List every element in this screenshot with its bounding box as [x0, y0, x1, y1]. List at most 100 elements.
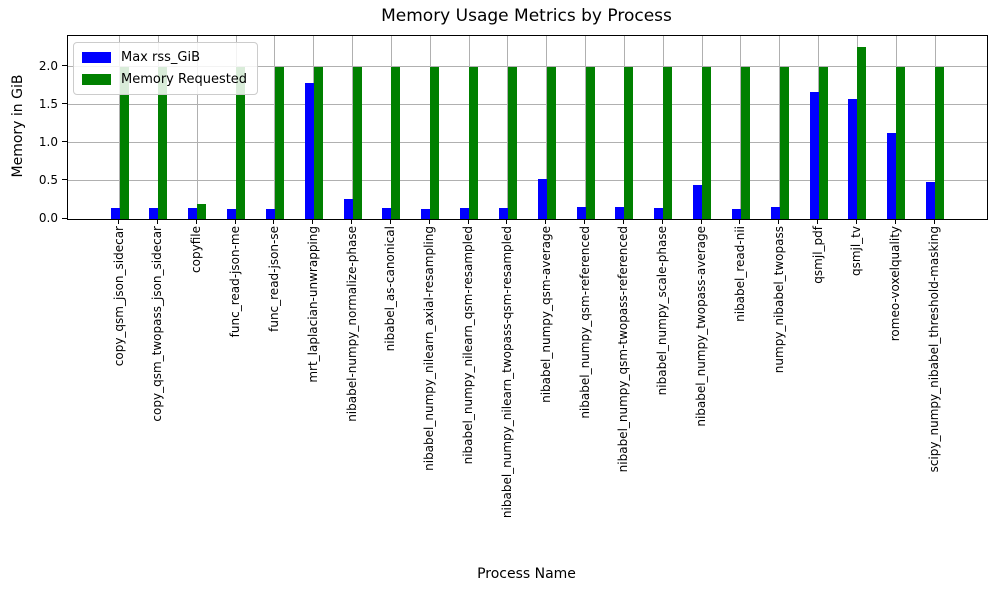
y-gridline — [68, 104, 987, 106]
y-tick-mark — [62, 179, 67, 181]
x-tick-mark — [428, 219, 430, 224]
x-tick-label: func_read-json-me — [228, 226, 243, 338]
bar-max-rss — [731, 209, 741, 219]
y-tick-mark — [62, 141, 67, 143]
bar-memory-requested — [469, 66, 479, 219]
x-tick-mark — [351, 219, 353, 224]
bar-max-rss — [770, 206, 780, 219]
x-tick-mark — [584, 219, 586, 224]
bar-max-rss — [498, 207, 508, 219]
bar-memory-requested — [740, 66, 750, 219]
bar-max-rss — [460, 207, 470, 219]
x-tick-label: nibabel_numpy_qsm-average — [538, 226, 553, 403]
bar-max-rss — [227, 209, 237, 219]
y-tick-mark — [62, 65, 67, 66]
x-tick-label: scipy_numpy_nibabel_threshold-masking — [927, 226, 942, 473]
x-tick-label: copy_qsm_twopass_json_sidecar — [150, 226, 165, 422]
x-tick-mark — [817, 219, 819, 224]
x-tick-mark — [778, 219, 780, 224]
x-tick-mark — [700, 219, 702, 224]
legend-label-memory-requested: Memory Requested — [121, 72, 248, 87]
bar-memory-requested — [197, 203, 207, 219]
x-tick-label: nibabel_read-nii — [732, 226, 747, 322]
bar-memory-requested — [546, 66, 556, 219]
bar-memory-requested — [935, 66, 945, 219]
bar-memory-requested — [818, 66, 828, 219]
bar-memory-requested — [313, 66, 323, 219]
x-tick-mark — [156, 219, 158, 224]
bar-memory-requested — [430, 66, 440, 219]
bar-memory-requested — [507, 66, 517, 219]
x-tick-mark — [195, 219, 197, 224]
bar-memory-requested — [391, 66, 401, 219]
bar-max-rss — [382, 207, 392, 219]
x-tick-label: romeo-voxelquality — [888, 226, 903, 342]
bar-memory-requested — [236, 66, 246, 219]
y-axis-label: Memory in GiB — [10, 74, 26, 178]
bar-max-rss — [304, 83, 314, 219]
x-tick-mark — [661, 219, 663, 224]
x-tick-mark — [739, 219, 741, 224]
bar-memory-requested — [585, 66, 595, 219]
x-tick-mark — [622, 219, 624, 224]
bar-memory-requested — [352, 66, 362, 219]
bar-memory-requested — [702, 66, 712, 219]
x-tick-label: nibabel-numpy_normalize-phase — [344, 226, 359, 422]
y-tick-label: 1.0 — [38, 134, 58, 149]
x-tick-label: nibabel_as-canonical — [383, 226, 398, 352]
x-tick-mark — [234, 219, 236, 224]
bar-memory-requested — [663, 66, 673, 219]
x-tick-mark — [855, 219, 857, 224]
x-tick-mark — [467, 219, 469, 224]
y-tick-mark — [62, 103, 67, 105]
x-tick-label: func_read-json-se — [266, 226, 281, 332]
bar-max-rss — [576, 206, 586, 219]
x-tick-mark — [273, 219, 275, 224]
x-tick-label: nibabel_numpy_nilearn_axial-resampling — [422, 226, 437, 471]
bar-max-rss — [693, 185, 703, 219]
bar-memory-requested — [624, 66, 634, 219]
legend-swatch-max-rss — [82, 52, 111, 63]
x-tick-label: numpy_nibabel_twopass — [771, 226, 786, 374]
y-tick-label: 2.0 — [38, 58, 58, 73]
bar-max-rss — [926, 181, 936, 219]
bar-memory-requested — [779, 66, 789, 219]
x-tick-mark — [894, 219, 896, 224]
bar-max-rss — [265, 209, 275, 219]
x-tick-mark — [506, 219, 508, 224]
x-tick-label: copyfile — [189, 226, 204, 273]
legend-item-memory-requested: Memory Requested — [82, 72, 247, 87]
y-gridline — [68, 66, 987, 67]
legend-label-max-rss: Max rss_GiB — [121, 50, 201, 65]
chart-title: Memory Usage Metrics by Process — [381, 6, 672, 26]
x-gridline — [196, 36, 198, 219]
bar-max-rss — [615, 206, 625, 219]
bar-max-rss — [188, 207, 198, 219]
bar-memory-requested — [158, 66, 168, 219]
x-tick-mark — [933, 219, 935, 224]
bar-max-rss — [887, 132, 897, 219]
x-tick-label: nibabel_numpy_nilearn_qsm-resampled — [461, 226, 476, 465]
bar-memory-requested — [857, 47, 867, 219]
bar-max-rss — [149, 207, 159, 219]
x-tick-label: nibabel_numpy_scale-phase — [655, 226, 670, 396]
x-axis-label: Process Name — [477, 566, 576, 582]
bar-max-rss — [537, 178, 547, 219]
x-tick-label: nibabel_numpy_qsm-referenced — [577, 226, 592, 419]
y-gridline — [68, 142, 987, 144]
bar-max-rss — [343, 199, 353, 219]
bar-memory-requested — [274, 66, 284, 219]
bar-memory-requested — [896, 66, 906, 219]
y-gridline — [68, 180, 987, 182]
x-tick-mark — [312, 219, 314, 224]
x-tick-label: mrt_laplacian-unwrapping — [305, 226, 320, 383]
bar-max-rss — [654, 208, 664, 219]
y-tick-mark — [62, 217, 67, 219]
x-tick-mark — [545, 219, 547, 224]
x-tick-label: nibabel_numpy_twopass-average — [694, 226, 709, 427]
y-tick-label: 0.0 — [38, 211, 58, 225]
x-tick-mark — [389, 219, 391, 224]
x-tick-label: nibabel_numpy_qsm-twopass-referenced — [616, 226, 631, 473]
x-tick-label: qsmjl_pdf — [810, 226, 825, 284]
legend: Max rss_GiB Memory Requested — [73, 42, 259, 95]
